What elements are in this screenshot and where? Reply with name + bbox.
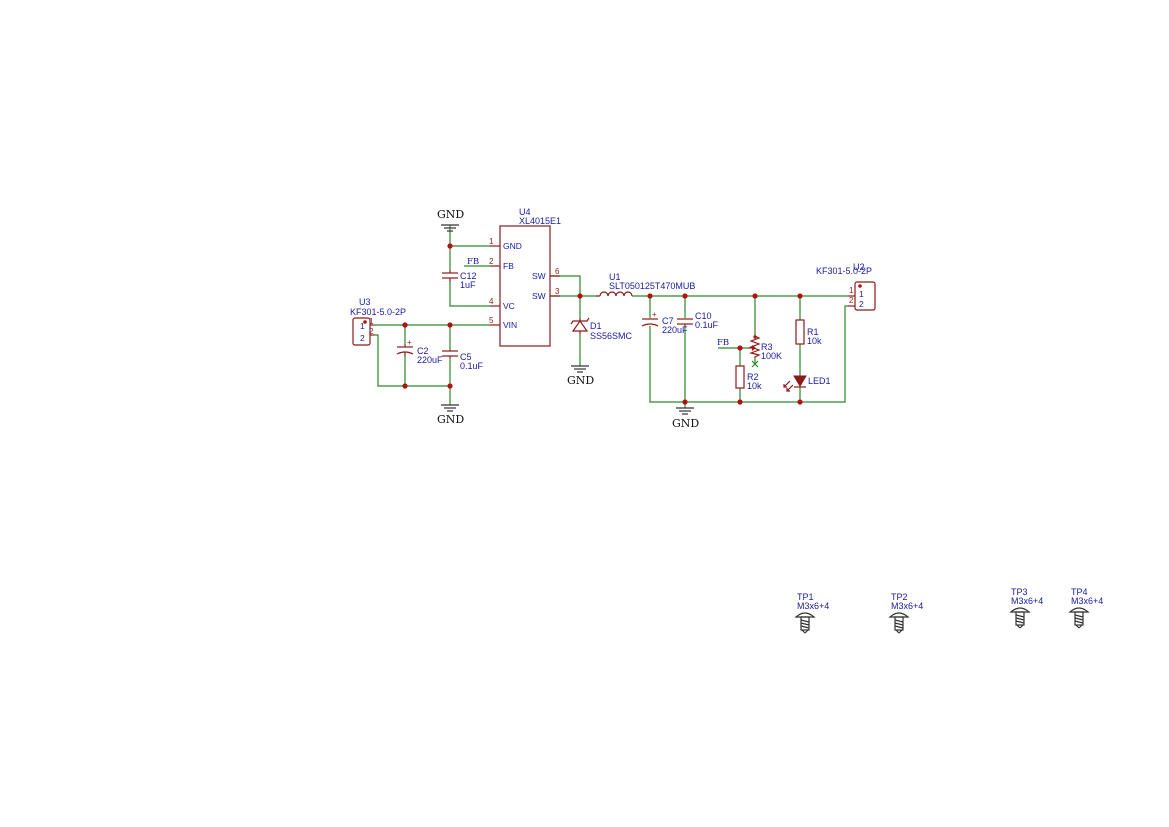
u4-pin-name: SW [532, 271, 546, 281]
u4-pin-name: GND [503, 241, 522, 251]
tp3-value: M3x6+4 [1011, 596, 1043, 606]
c2-ref: C2 [417, 346, 429, 356]
u2-ref: U2 [853, 262, 865, 272]
u4-pin-name: VC [503, 301, 515, 311]
c7-plus-sign: + [652, 310, 657, 319]
screw-icon [888, 612, 910, 634]
tp3-ref: TP3 [1011, 587, 1028, 597]
tp2-value: M3x6+4 [891, 601, 923, 611]
connector-u3[interactable]: U3 KF301-5.0-2P 1 2 1 2 [350, 297, 406, 346]
resistor-r2[interactable]: R2 10k [735, 365, 762, 391]
u4-pin-num: 6 [555, 267, 560, 276]
net-label-fb[interactable]: FB [467, 257, 479, 267]
gnd-label: GND [437, 413, 464, 426]
resistor-r1[interactable]: R1 10k [795, 319, 822, 346]
c2-value: 220uF [417, 355, 443, 365]
u4-pin-num: 2 [489, 257, 494, 266]
gnd-symbol-output[interactable]: GND [672, 407, 699, 430]
inductor-u1[interactable]: U1 SLT050125T470MUB [596, 272, 695, 297]
r3-ref: R3 [761, 342, 773, 352]
u3-pin2-label: 2 [360, 333, 365, 343]
test-point-tp3[interactable]: TP3 M3x6+4 [1009, 587, 1043, 629]
gnd-label: GND [437, 208, 464, 221]
gnd-symbol-input[interactable]: GND [437, 404, 464, 426]
gnd-symbol-top[interactable]: GND [437, 208, 464, 232]
c7-value: 220uF [662, 325, 688, 335]
test-point-tp2[interactable]: TP2 M3x6+4 [888, 592, 923, 634]
c2-plus-sign: + [407, 338, 412, 347]
led1-ref: LED1 [808, 376, 831, 386]
u1-ref: U1 [609, 272, 621, 282]
u1-value: SLT050125T470MUB [609, 281, 695, 291]
screw-icon [794, 612, 816, 634]
capacitor-c7[interactable]: + C7 220uF [641, 310, 688, 335]
capacitor-c12[interactable]: C12 1uF [442, 270, 477, 290]
u4-pin-num: 5 [489, 316, 494, 325]
gnd-label: GND [567, 374, 594, 387]
tp4-value: M3x6+4 [1071, 596, 1103, 606]
capacitor-c2[interactable]: + C2 220uF [396, 338, 443, 365]
c10-value: 0.1uF [695, 320, 719, 330]
r1-value: 10k [807, 336, 822, 346]
junctions [402, 243, 803, 405]
c5-ref: C5 [460, 352, 472, 362]
connector-u2[interactable]: U2 KF301-5.0-2P 1 2 1 2 [816, 262, 876, 311]
u2-value: KF301-5.0-2P [816, 266, 872, 276]
d1-ref: D1 [590, 321, 602, 331]
diode-d1[interactable]: D1 SS56SMC [570, 317, 633, 341]
r3-value: 100K [761, 351, 782, 361]
r2-ref: R2 [747, 372, 759, 382]
tp2-ref: TP2 [891, 592, 908, 602]
potentiometer-r3[interactable]: R3 100K [748, 334, 782, 368]
tp4-ref: TP4 [1071, 587, 1088, 597]
u4-pin-name: FB [503, 261, 514, 271]
r2-value: 10k [747, 381, 762, 391]
u2-pin2-label: 2 [859, 299, 864, 309]
u4-pin-num: 4 [489, 297, 494, 306]
net-label-fb[interactable]: FB [717, 338, 729, 348]
u4-pin-name: VIN [503, 320, 517, 330]
c12-ref: C12 [460, 271, 477, 281]
ic-u4[interactable]: U4 XL4015E1 1 GND 2 FB 4 VC 5 VIN 6 SW 3… [489, 207, 561, 347]
r1-ref: R1 [807, 327, 819, 337]
u4-pin-name: SW [532, 291, 546, 301]
u3-value: KF301-5.0-2P [350, 307, 406, 317]
light-emission-arrows-icon [783, 380, 794, 392]
tp1-ref: TP1 [797, 592, 814, 602]
u4-value: XL4015E1 [519, 216, 561, 226]
tp1-value: M3x6+4 [797, 601, 829, 611]
u2-pin1-label: 1 [859, 289, 864, 299]
u3-pin1-num: 1 [369, 317, 374, 326]
c5-value: 0.1uF [460, 361, 484, 371]
capacitor-c5[interactable]: C5 0.1uF [442, 350, 484, 371]
u4-pin-num: 3 [555, 287, 560, 296]
c7-ref: C7 [662, 316, 674, 326]
u3-pin1-label: 1 [360, 321, 365, 331]
u3-pin2-num: 2 [369, 327, 374, 336]
c10-ref: C10 [695, 311, 712, 321]
u3-ref: U3 [359, 297, 371, 307]
u2-pin2-num: 2 [849, 296, 854, 305]
led-led1[interactable]: LED1 [783, 375, 831, 392]
test-point-tp4[interactable]: TP4 M3x6+4 [1068, 587, 1103, 629]
wires [374, 225, 848, 408]
u2-pin1-num: 1 [849, 286, 854, 295]
gnd-label: GND [672, 417, 699, 430]
test-point-tp1[interactable]: TP1 M3x6+4 [794, 592, 829, 634]
screw-icon [1068, 607, 1090, 629]
u4-pin-num: 1 [489, 237, 494, 246]
u4-ref: U4 [519, 207, 531, 217]
d1-value: SS56SMC [590, 331, 633, 341]
gnd-symbol-diode[interactable]: GND [567, 365, 594, 387]
c12-value: 1uF [460, 280, 476, 290]
capacitor-c10[interactable]: C10 0.1uF [677, 311, 719, 330]
screw-icon [1009, 607, 1031, 629]
